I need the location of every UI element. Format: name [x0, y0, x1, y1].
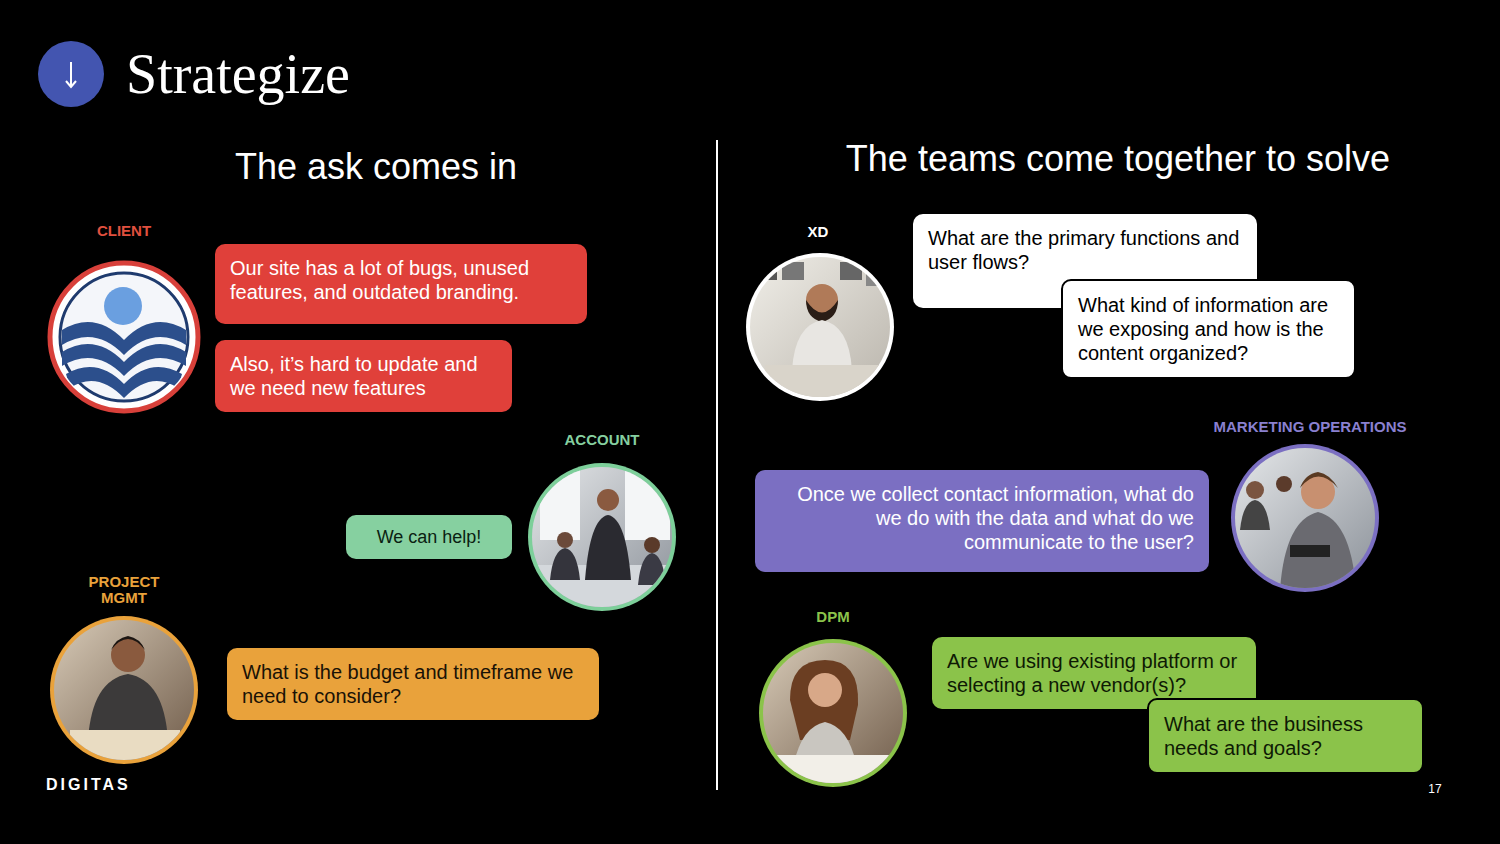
section-heading: The ask comes in	[196, 146, 556, 188]
speech-bubble: What kind of information are we exposing…	[1061, 279, 1356, 379]
role-label: CLIENT	[74, 222, 174, 239]
speech-bubble: Once we collect contact information, wha…	[755, 470, 1209, 572]
speech-bubble: Also, it’s hard to update and we need ne…	[215, 340, 512, 412]
project-mgmt-avatar	[50, 616, 198, 764]
speech-bubble: We can help!	[346, 515, 512, 559]
bubble-text: Our site has a lot of bugs, unused featu…	[230, 256, 572, 304]
bubble-text: What kind of information are we exposing…	[1078, 293, 1339, 365]
role-label: MARKETING OPERATIONS	[1190, 418, 1430, 435]
account-avatar	[528, 463, 676, 611]
speech-bubble: What are the business needs and goals?	[1147, 698, 1424, 774]
title-icon	[38, 41, 104, 107]
bubble-text: What are the primary functions and user …	[928, 226, 1242, 274]
bubble-text: We can help!	[358, 525, 500, 549]
slide-title: Strategize	[126, 42, 350, 106]
section-heading: The teams come together to solve	[808, 138, 1428, 180]
speech-bubble: Our site has a lot of bugs, unused featu…	[215, 244, 587, 324]
bubble-text: Are we using existing platform or select…	[947, 649, 1241, 697]
bubble-text: What are the business needs and goals?	[1164, 712, 1407, 760]
role-label: DPM	[798, 608, 868, 625]
speech-bubble: What is the budget and timeframe we need…	[227, 648, 599, 720]
client-logo	[50, 263, 198, 411]
page-number: 17	[1410, 782, 1460, 796]
role-label: ACCOUNT	[542, 431, 662, 448]
xd-avatar	[746, 253, 894, 401]
bubble-text: Also, it’s hard to update and we need ne…	[230, 352, 497, 400]
bubble-text: Once we collect contact information, wha…	[770, 482, 1194, 554]
role-label: XD	[788, 223, 848, 240]
brand-logo-text: DIGITAS	[46, 776, 176, 794]
marketing-ops-avatar	[1231, 444, 1379, 592]
dpm-avatar	[759, 639, 907, 790]
divider-line	[716, 140, 718, 790]
role-label: PROJECT MGMT	[74, 574, 174, 606]
bubble-text: What is the budget and timeframe we need…	[242, 660, 584, 708]
